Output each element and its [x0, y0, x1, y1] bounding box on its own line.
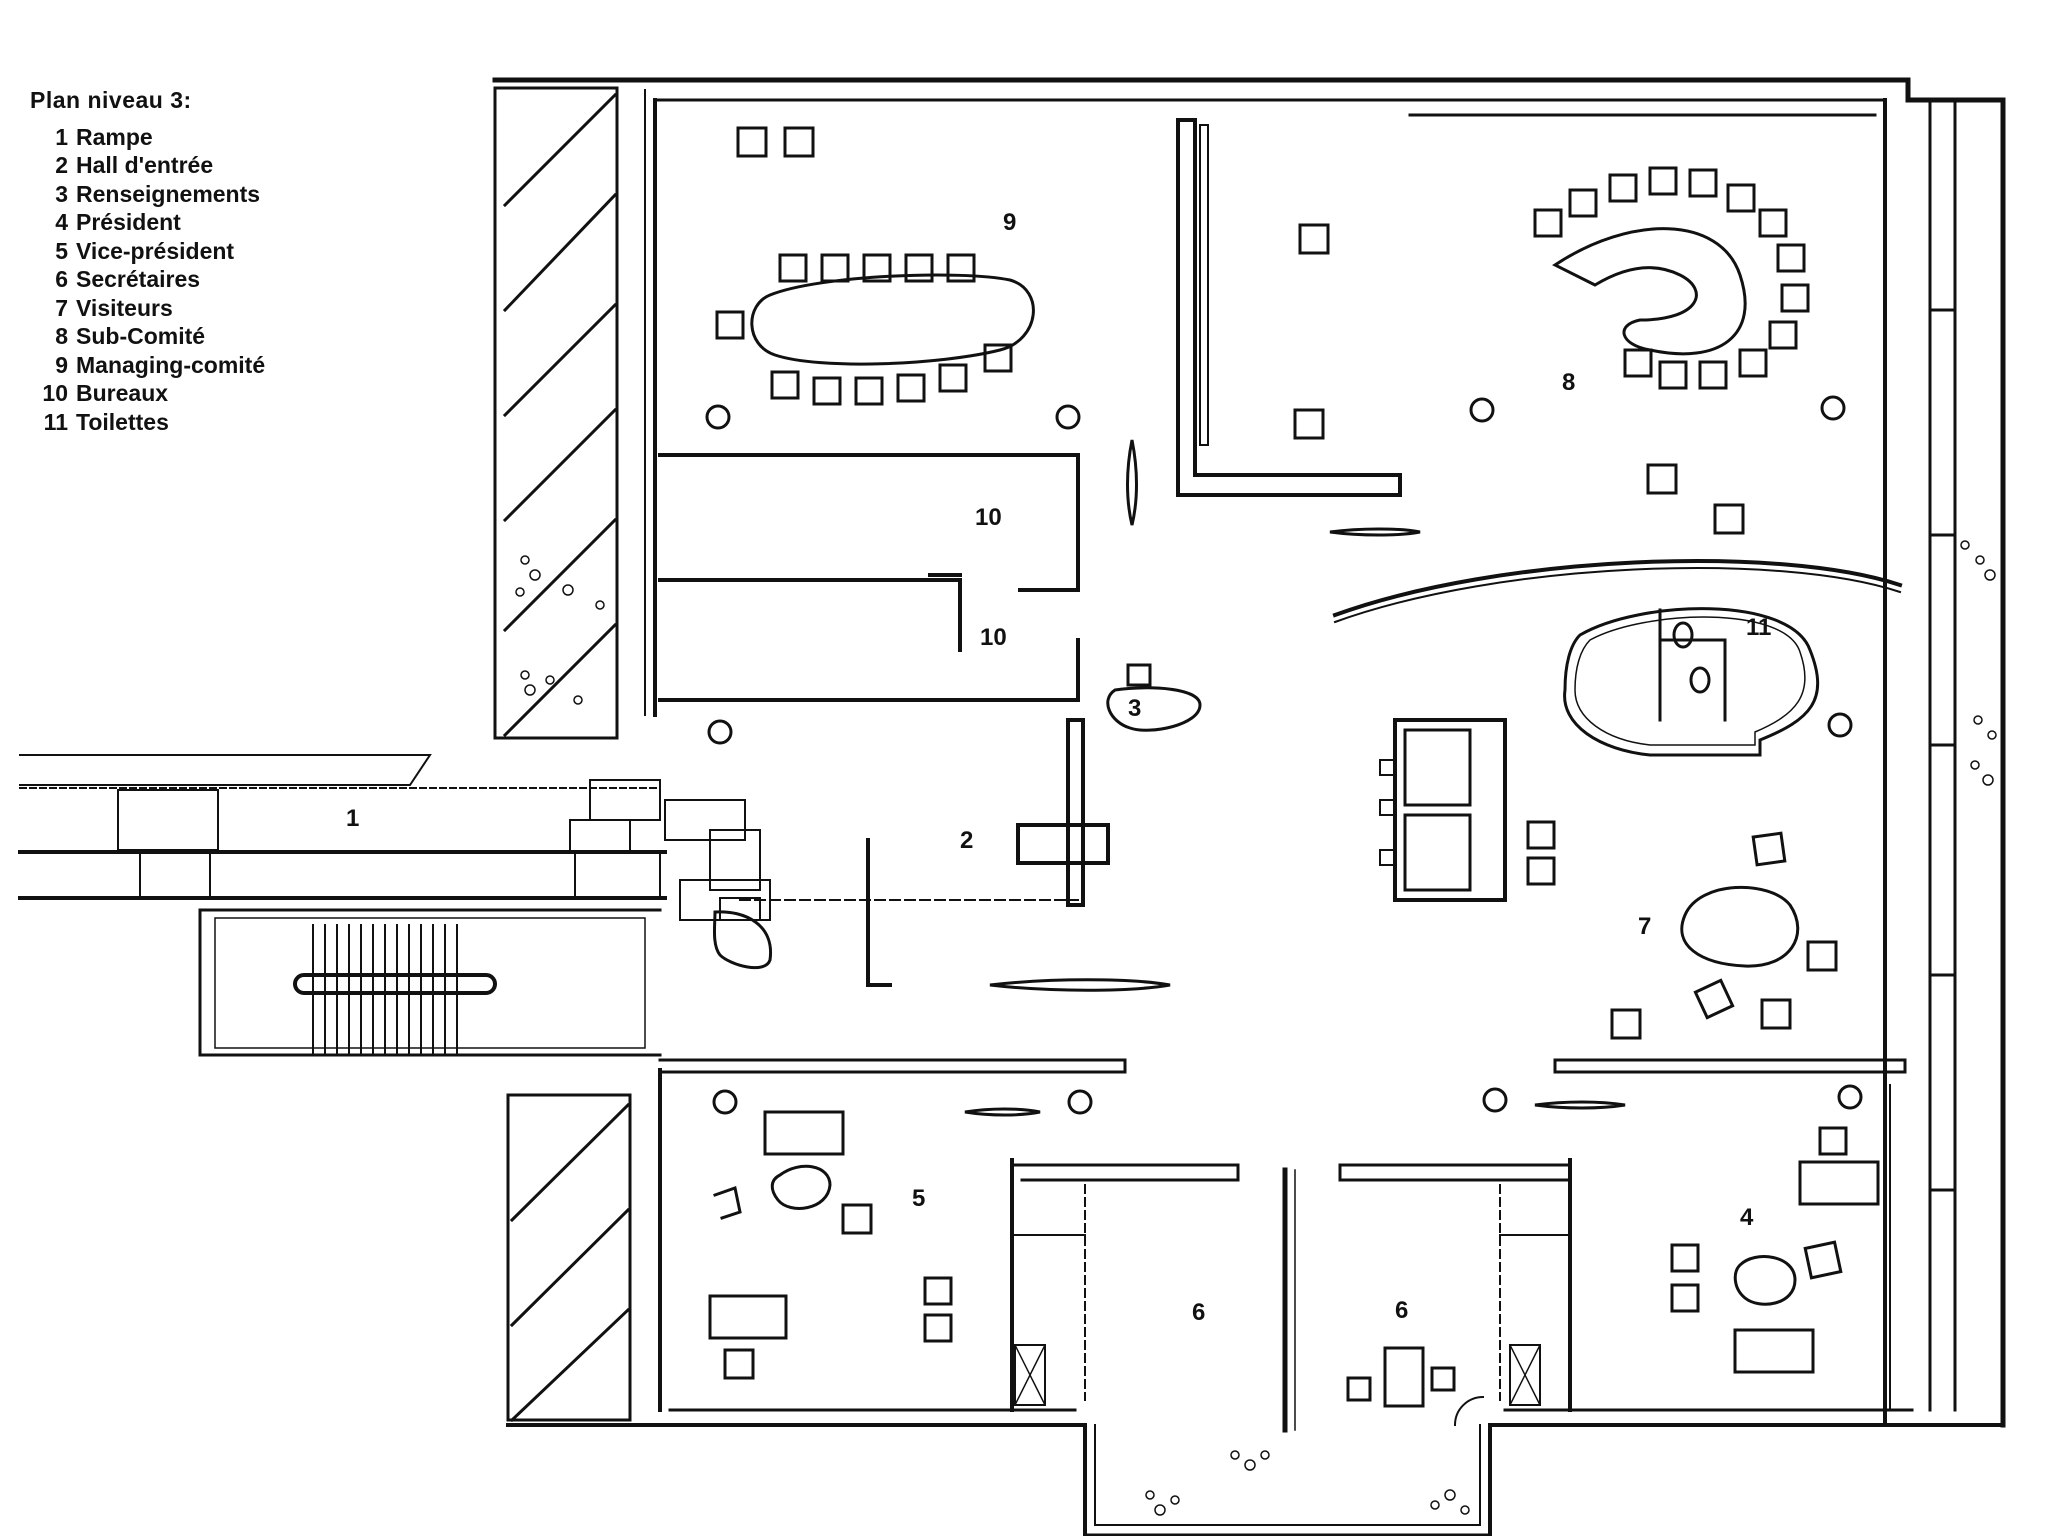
legend-item-label: Rampe	[76, 123, 153, 150]
right-facade	[1928, 98, 1957, 1412]
left-facade-louvers-top	[493, 86, 619, 740]
room-label-secretaires-left: 6	[1192, 1299, 1205, 1326]
room-labels: 1 2 3 4 5 6 6 7 8 9 10 10 11	[346, 209, 1771, 1326]
visitors-furniture	[1553, 831, 1907, 1074]
sub-comite-table	[1293, 166, 1810, 535]
legend-item: 10 Bureaux	[40, 379, 265, 408]
legend-title: Plan niveau 3:	[30, 87, 192, 113]
legend-item-number: 3	[55, 180, 68, 207]
legend-item: 8 Sub-Comité	[40, 322, 265, 351]
secretaires-furniture	[1346, 1346, 1485, 1427]
room-label-sub-comite: 8	[1562, 369, 1575, 396]
legend-item-label: Hall d'entrée	[76, 152, 214, 178]
legend-item-label: Président	[76, 209, 181, 235]
room-label-toilettes: 11	[1746, 614, 1771, 641]
legend-item-label: Managing-comité	[76, 351, 266, 378]
legend-item-label: Vice-président	[76, 237, 235, 264]
legend-item: 7 Visiteurs	[40, 294, 265, 323]
bureaux-walls	[658, 453, 1080, 702]
columns	[705, 395, 1863, 1115]
legend-item-label: Bureaux	[76, 380, 169, 406]
storage-cabinet	[1379, 718, 1507, 902]
legend-item-number: 6	[55, 266, 68, 292]
planter-foliage	[515, 540, 1997, 1516]
ramp	[18, 754, 771, 921]
toilettes	[1563, 607, 1820, 757]
legend-item: 6 Secrétaires	[40, 265, 265, 294]
legend-item: 2 Hall d'entrée	[40, 151, 265, 180]
legend-item-number: 11	[43, 408, 68, 435]
legend-item: 11 Toilettes	[40, 408, 265, 437]
legend-item-number: 5	[55, 237, 68, 264]
room-label-bureaux-lower: 10	[980, 624, 1007, 651]
legend-item-label: Toilettes	[76, 408, 169, 435]
legend-item-number: 2	[55, 152, 68, 178]
legend-item-label: Secrétaires	[76, 266, 201, 292]
legend-item-number: 1	[55, 123, 68, 150]
lens-partitions	[964, 439, 1626, 1117]
legend-item: 1 Rampe	[40, 123, 265, 152]
room-label-president: 4	[1740, 1204, 1754, 1231]
managing-comite-table	[715, 126, 1035, 406]
legend-item: 3 Renseignements	[40, 180, 265, 209]
legend-item: 4 Président	[40, 208, 265, 237]
sub-comite-partition	[1176, 118, 1402, 497]
staircase	[198, 908, 662, 1057]
legend-item-label: Visiteurs	[76, 294, 173, 321]
left-facade-louvers-bottom	[506, 1093, 632, 1423]
president-furniture	[1670, 1126, 1880, 1374]
plan-legend: Plan niveau 3: 1 Rampe 2 Hall d'entrée 3 Re…	[30, 86, 265, 436]
vice-president-furniture	[708, 1110, 953, 1380]
legend-item-number: 8	[55, 323, 68, 349]
hall-chairs	[1526, 820, 1556, 886]
legend-item-label: Sub-Comité	[76, 323, 206, 349]
outer-walls	[492, 77, 2006, 1536]
secretaires-walls	[658, 1058, 1572, 1433]
legend-item-number: 7	[55, 294, 68, 321]
room-label-vice-president: 5	[912, 1185, 925, 1212]
room-label-managing-comite: 9	[1003, 209, 1016, 236]
hall-partition	[712, 718, 1110, 987]
legend-item-number: 9	[55, 351, 68, 378]
room-label-rampe: 1	[346, 805, 359, 832]
legend-item: 9 Managing-comité	[40, 351, 265, 380]
room-label-secretaires-right: 6	[1395, 1297, 1408, 1324]
room-label-visiteurs: 7	[1638, 913, 1651, 940]
room-label-renseignements: 3	[1128, 695, 1141, 722]
legend-item-number: 10	[42, 380, 68, 406]
legend-item: 5 Vice-président	[40, 237, 265, 266]
curved-wall	[1332, 559, 1903, 624]
legend-item-label: Renseignements	[76, 180, 261, 207]
legend-item-number: 4	[55, 209, 68, 235]
room-label-hall: 2	[960, 827, 973, 854]
room-label-bureaux-upper: 10	[975, 504, 1002, 531]
reception-desk	[1106, 663, 1202, 732]
